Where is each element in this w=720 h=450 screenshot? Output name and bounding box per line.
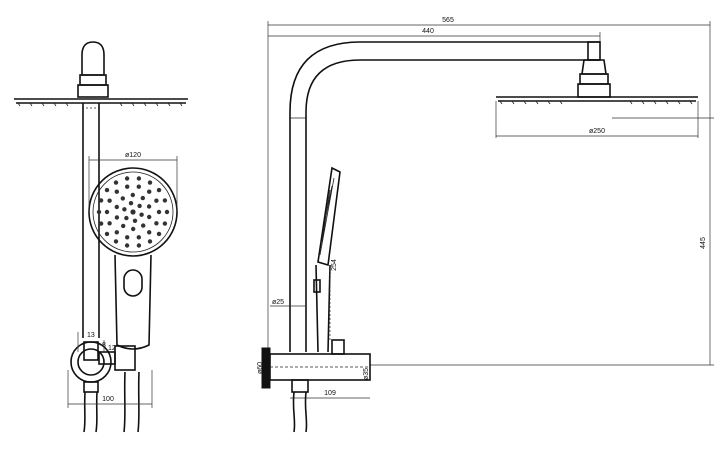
nozzle-dot xyxy=(154,198,159,203)
nozzle-dot xyxy=(125,184,130,189)
front-slide-bracket: 13 8 12 xyxy=(70,332,136,393)
nozzle-dot xyxy=(136,176,142,181)
height-label: 445 xyxy=(700,237,707,249)
side-view: 565 440 ø250 xyxy=(257,17,714,433)
nozzle-dot xyxy=(96,209,102,215)
overall-width-dim: 565 xyxy=(267,17,711,355)
nozzle-dot xyxy=(147,180,153,185)
nozzle-dot xyxy=(113,239,119,244)
head-diameter-label: ø250 xyxy=(589,128,605,135)
nozzle-dot xyxy=(147,239,153,244)
nozzle-dot xyxy=(147,189,152,194)
handle-length-label: 254 xyxy=(331,259,338,271)
nozzle-dot xyxy=(104,231,110,237)
side-head-connector xyxy=(577,41,611,98)
nozzle-dot xyxy=(130,209,136,215)
nozzle-dot xyxy=(98,221,104,226)
front-bracket-width-dim: 100 xyxy=(67,370,153,408)
nozzle-dot xyxy=(139,212,144,217)
front-view: ø120 13 8 12 100 xyxy=(14,41,188,433)
nozzle-dot xyxy=(114,215,120,220)
height-dim: 445 xyxy=(370,117,714,366)
bracket-dim-b: 8 xyxy=(102,342,106,349)
nozzle-dot xyxy=(114,189,120,194)
nozzle-dot xyxy=(162,221,168,226)
overall-width-label: 565 xyxy=(442,17,454,24)
front-head-connector xyxy=(77,41,109,98)
nozzle-dot xyxy=(128,201,134,206)
bracket-dim-a: 13 xyxy=(87,332,95,339)
hand-shower-nozzles xyxy=(96,176,170,248)
hand-diameter-label: ø120 xyxy=(125,152,141,159)
base-diameter-label: ø35 xyxy=(363,368,370,380)
nozzle-dot xyxy=(98,198,104,203)
nozzle-dot xyxy=(140,195,145,201)
nozzle-dot xyxy=(147,214,152,220)
nozzle-dot xyxy=(156,209,162,215)
valve-offset-label: 109 xyxy=(324,390,336,397)
pipe-diameter-label: ø25 xyxy=(272,299,284,306)
nozzle-dot xyxy=(107,198,112,203)
nozzle-dot xyxy=(120,196,126,201)
nozzle-dot xyxy=(136,184,141,189)
nozzle-dot xyxy=(131,226,136,232)
nozzle-dot xyxy=(156,187,162,193)
side-hand-shower: 254 ø25 xyxy=(270,166,341,353)
side-rain-head: ø250 xyxy=(495,96,699,138)
nozzle-dot xyxy=(141,223,146,228)
nozzle-dot xyxy=(132,218,138,223)
nozzle-dot xyxy=(137,203,142,209)
shower-arm xyxy=(289,41,600,352)
arm-length-dim: 440 xyxy=(268,28,601,60)
nozzle-dot xyxy=(124,176,130,181)
side-hoses xyxy=(292,391,308,433)
wall-plate-label: ø60 xyxy=(257,362,264,374)
nozzle-dot xyxy=(164,209,170,215)
front-rain-head xyxy=(14,98,188,107)
nozzle-dot xyxy=(113,180,119,185)
nozzle-dot xyxy=(136,235,141,240)
nozzle-dot xyxy=(146,204,152,209)
nozzle-dot xyxy=(154,221,159,226)
front-hand-shower xyxy=(88,167,178,350)
nozzle-dot xyxy=(130,192,135,198)
nozzle-dot xyxy=(124,243,130,248)
nozzle-dot xyxy=(121,223,126,229)
nozzle-dot xyxy=(107,221,112,226)
arm-length-label: 440 xyxy=(422,28,434,35)
nozzle-dot xyxy=(124,215,129,221)
nozzle-dot xyxy=(104,209,110,215)
nozzle-dot xyxy=(162,198,168,203)
front-hand-diameter-dim: ø120 xyxy=(88,152,178,212)
nozzle-dot xyxy=(156,231,162,237)
bracket-dim-c: 12 xyxy=(108,345,116,352)
nozzle-dot xyxy=(114,230,120,235)
nozzle-dot xyxy=(136,243,142,248)
nozzle-dot xyxy=(125,235,130,240)
front-riser-pipe xyxy=(82,103,100,338)
side-valve-body: ø60 ø35 109 xyxy=(257,339,371,399)
nozzle-dot xyxy=(104,187,110,193)
nozzle-dot xyxy=(122,207,127,212)
nozzle-dot xyxy=(114,204,120,210)
nozzle-dot xyxy=(147,230,152,235)
bracket-width-label: 100 xyxy=(102,396,114,403)
